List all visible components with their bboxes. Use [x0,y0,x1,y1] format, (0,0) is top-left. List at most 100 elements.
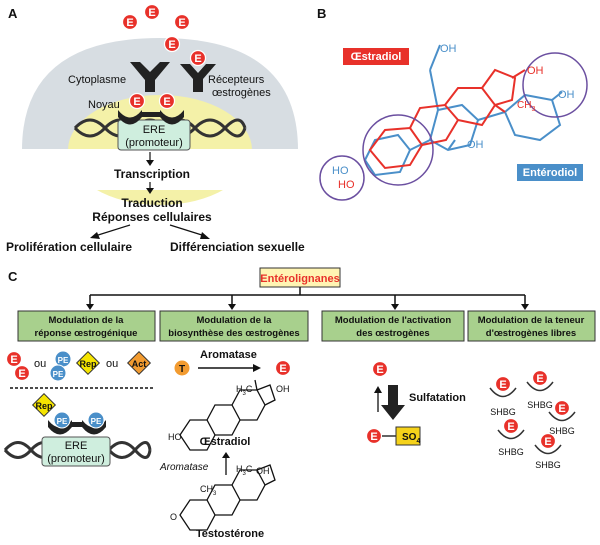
panel-a: A ERE (promoteur) E E E [6,3,305,254]
svg-text:E: E [10,354,17,366]
ho-label: HO [332,165,349,177]
panel-c: C Entérolignanes Modulation de la répons… [3,267,596,540]
receptor-dimer-icon [118,110,184,125]
ou-label: ou [106,358,118,370]
svg-text:E: E [544,436,551,448]
ere-label-a: ERE [143,124,166,136]
cell-cut [22,150,300,190]
svg-text:E: E [168,39,175,51]
receptor-icon [180,64,216,92]
h3c-label: H3C [236,464,253,477]
svg-text:PE: PE [91,417,102,426]
highlight-circle [522,52,588,118]
rep-icon: Rep [31,392,57,418]
svg-text:E: E [536,373,543,385]
oh-label: OH [467,139,484,151]
highlight-circle [362,114,434,186]
svg-text:E: E [126,17,133,29]
svg-text:Rep: Rep [79,359,97,369]
estrogen-icon: E [189,49,207,67]
modulation-box-4 [467,310,596,342]
shbg-complex: E SHBG [548,399,576,436]
svg-text:PE: PE [58,356,69,365]
oh-label: OH [276,384,290,394]
enterodiol-badge [517,164,583,181]
svg-text:Act: Act [132,359,147,369]
svg-text:E: E [133,96,140,108]
svg-text:T: T [179,364,185,375]
svg-text:SHBG: SHBG [498,447,524,457]
ou-label: ou [34,358,46,370]
svg-text:E: E [499,379,506,391]
promoteur-label-a: (promoteur) [125,137,182,149]
estrogen-icon: E [158,92,176,110]
svg-text:PE: PE [57,417,68,426]
tree-connector [89,287,526,306]
estrogen-icon: E [128,92,146,110]
estrogen-icon: E [371,360,389,378]
ch3-label: CH3 [200,484,217,497]
estrogen-icon: E [365,427,383,445]
oh-label: OH [527,65,544,77]
shbg-complex: E SHBG [489,375,517,417]
box-2-line-2: biosynthèse des œstrogènes [168,328,299,339]
noyau-label: Noyau [88,99,120,111]
svg-text:E: E [376,364,383,376]
ere-box-a [117,119,191,151]
oh-label: OH [558,89,575,101]
traduction-label: Traduction [121,196,182,210]
svg-text:E: E [178,17,185,29]
testosterone-skeleton [179,464,276,531]
panel-c-letter: C [8,269,18,284]
pe-icon: PE [49,364,67,382]
pe-icon: PE [87,411,105,429]
o-label: O [170,512,177,522]
testosterone-label: Testostérone [196,528,264,540]
proliferation-label: Prolifération cellulaire [6,240,132,254]
act-icon: Act [126,350,152,376]
cytoplasme-label: Cytoplasme [68,74,126,86]
recepteurs-label-2: œstrogènes [212,87,271,99]
svg-text:E: E [163,96,170,108]
pe-icon: PE [53,411,71,429]
estrogen-icon: E [13,364,31,382]
ch3-label: CH3 [517,100,535,113]
estrogen-icon: E [143,3,161,21]
differenciation-label: Différenciation sexuelle [170,240,305,254]
svg-text:PE: PE [53,370,64,379]
box-3-line-1: Modulation de l'activation [335,315,451,326]
svg-text:SHBG: SHBG [535,460,561,470]
box-3-line-2: des œstrogènes [356,328,429,339]
pe-icon: PE [54,350,72,368]
enterolignanes-label: Entérolignanes [260,273,339,285]
recepteurs-label-1: Récepteurs [208,74,265,86]
modulation-box-2 [159,310,309,342]
sulfatation-label: Sulfatation [409,392,466,404]
h3c-label: H3C [236,384,253,397]
so4-label: SO4 [402,432,420,445]
box-1-line-1: Modulation de la [49,315,125,326]
estrogen-icon: E [173,13,191,31]
svg-text:E: E [558,403,565,415]
so4-badge [395,426,421,446]
oestradiol-c-label: Œstradiol [200,436,251,448]
oh-label: OH [256,466,270,476]
highlight-circle [319,155,365,201]
shbg-complex: E SHBG [497,417,525,457]
panel-a-letter: A [8,6,18,21]
box-4-line-1: Modulation de la teneur [478,315,585,326]
ere-label-c: ERE [65,440,88,452]
svg-text:SHBG: SHBG [490,407,516,417]
ere-box-c [41,436,111,467]
aromatase-italic-label: Aromatase [159,462,209,473]
aromatase-label: Aromatase [200,349,257,361]
svg-text:E: E [194,53,201,65]
svg-text:E: E [370,431,377,443]
rep-icon: Rep [75,350,101,376]
svg-text:E: E [279,363,286,375]
svg-text:E: E [18,368,25,380]
shbg-complex: E SHBG [534,432,562,470]
estrogen-icon: E [121,13,139,31]
ho-label: HO [338,179,355,191]
